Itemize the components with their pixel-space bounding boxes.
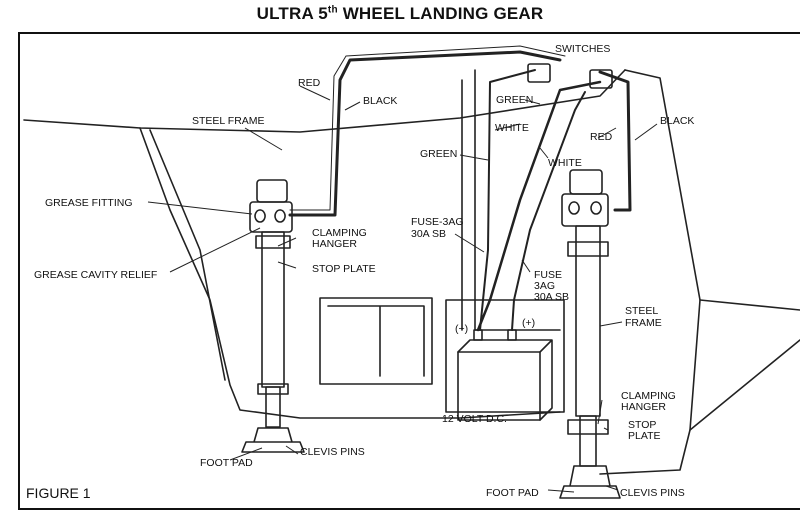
left-jack-motor-top: [256, 179, 288, 203]
battery-terminal-pos: [507, 329, 517, 341]
label-steel-frame-right-2: FRAME: [625, 317, 662, 329]
switch-left: [527, 63, 551, 83]
right-jack-motor-top: [569, 169, 603, 195]
right-stop-plate: [567, 419, 609, 435]
label-steel-frame-left: STEEL FRAME: [192, 115, 265, 127]
trailer-front-left: [139, 127, 561, 419]
trailer-inner-edge: [149, 129, 226, 381]
label-green-top: GREEN: [496, 94, 533, 106]
wire-right-harness: [598, 70, 632, 212]
left-clamp-hanger: [255, 235, 291, 249]
label-stop-plate-left: STOP PLATE: [312, 263, 376, 275]
wire-green: [479, 69, 536, 331]
left-foot-pad: [241, 427, 305, 453]
label-stop-plate-right-1: STOP: [628, 419, 656, 431]
label-grease-cavity-relief: GREASE CAVITY RELIEF: [34, 269, 157, 281]
trailer-right-lower: [689, 339, 800, 431]
label-clevis-pins-left: CLEVIS PINS: [300, 446, 365, 458]
label-grease-fitting: GREASE FITTING: [45, 197, 133, 209]
wire-white: [476, 80, 602, 332]
wire-harness-left: [288, 50, 562, 217]
right-bay: [445, 299, 565, 413]
diagram-title: ULTRA 5th WHEEL LANDING GEAR: [0, 4, 800, 24]
trailer-right-edge: [699, 299, 800, 311]
switch-right: [589, 69, 613, 89]
title-superscript: th: [327, 4, 338, 16]
label-clamping-left-2: HANGER: [312, 238, 357, 250]
label-switches: SWITCHES: [555, 43, 610, 55]
battery-box: [457, 351, 541, 421]
trailer-right-outline: [599, 69, 701, 475]
label-white-mid: WHITE: [548, 157, 582, 169]
label-stop-plate-right-2: PLATE: [628, 430, 660, 442]
label-clevis-pins-right: CLEVIS PINS: [620, 487, 685, 499]
label-fuse-left-2: 30A SB: [411, 228, 446, 240]
label-red-right: RED: [590, 131, 613, 143]
left-jack-inner: [265, 386, 281, 428]
title-main: ULTRA 5: [256, 4, 328, 23]
label-foot-pad-right: FOOT PAD: [486, 487, 539, 499]
label-clamping-right-2: HANGER: [621, 401, 666, 413]
label-clamping-left-1: CLAMPING: [312, 227, 367, 239]
label-fuse-right-2: 3AG: [534, 280, 555, 292]
label-clamping-right-1: CLAMPING: [621, 390, 676, 402]
label-fuse-right-1: FUSE: [534, 269, 562, 281]
trailer-outline: [23, 69, 626, 133]
label-positive-terminal: (+): [522, 317, 535, 329]
label-red-left: RED: [298, 77, 321, 89]
label-foot-pad-left: FOOT PAD: [200, 457, 253, 469]
title-rest: WHEEL LANDING GEAR: [337, 4, 544, 23]
right-foot-pad: [559, 465, 621, 499]
wire-right-to-fuse: [511, 91, 586, 331]
label-black-right: BLACK: [660, 115, 694, 127]
label-white-top: WHITE: [495, 122, 529, 134]
label-green-mid: GREEN: [420, 148, 457, 160]
right-clamp-hanger: [567, 241, 609, 257]
label-fuse-right-3: 30A SB: [534, 291, 569, 303]
figure-label: FIGURE 1: [26, 485, 91, 501]
battery-terminal-neg: [473, 329, 483, 341]
label-battery: 12 VOLT D.C.: [442, 413, 507, 425]
figure-frame: [18, 32, 800, 510]
label-black-left: BLACK: [363, 95, 397, 107]
label-steel-frame-right-1: STEEL: [625, 305, 658, 317]
right-jack-inner: [579, 415, 597, 467]
label-negative-terminal: (−): [455, 323, 468, 335]
label-fuse-left-1: FUSE-3AG: [411, 216, 464, 228]
left-jack-tube: [261, 231, 285, 388]
right-jack-tube: [575, 225, 601, 417]
left-compartment: [319, 297, 433, 385]
left-stop-plate: [257, 383, 289, 395]
